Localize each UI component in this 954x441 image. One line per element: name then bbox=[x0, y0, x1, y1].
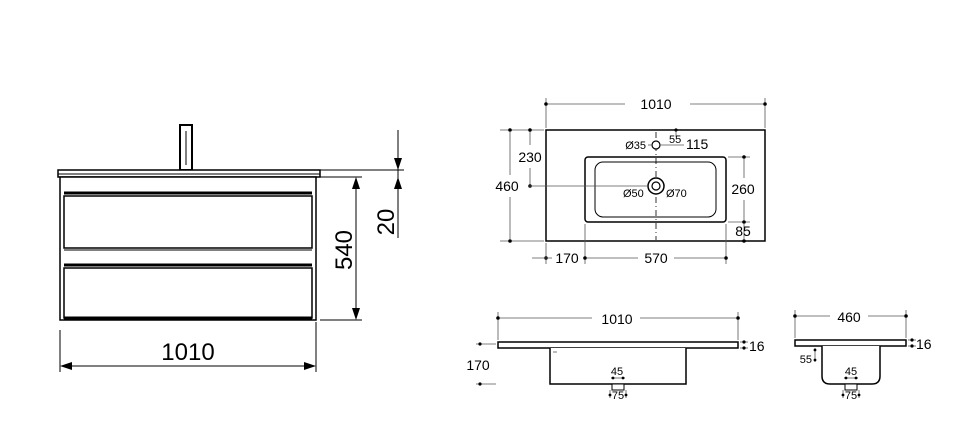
side-margin-label: 170 bbox=[555, 250, 579, 266]
front-height-label: 540 bbox=[331, 230, 358, 270]
short-thickness-label: 16 bbox=[916, 336, 932, 352]
front-width-label: 1010 bbox=[161, 339, 214, 366]
drain-inner bbox=[651, 181, 661, 191]
short-drain-b-label: 75 bbox=[845, 390, 857, 402]
short-drain bbox=[844, 383, 858, 391]
tap-offset-label: 230 bbox=[518, 149, 542, 165]
tap-dim-a-label: 55 bbox=[669, 134, 681, 146]
front-view: 1010 540 20 bbox=[57, 124, 404, 372]
tap-hole-label: Ø35 bbox=[625, 140, 646, 152]
long-drain bbox=[611, 383, 625, 391]
top-depth-label: 460 bbox=[495, 178, 519, 194]
short-offset-label: 55 bbox=[800, 354, 812, 366]
long-drain-b-label: 75 bbox=[612, 390, 624, 402]
short-drain-a-label: 45 bbox=[845, 366, 857, 378]
drain-hole-label: Ø50 bbox=[623, 188, 644, 200]
front-margin-label: 85 bbox=[735, 223, 751, 239]
front-top-thickness-label: 20 bbox=[373, 209, 400, 236]
long-depth-label: 170 bbox=[466, 357, 490, 373]
basin-width-label: 570 bbox=[644, 250, 668, 266]
long-top-slab bbox=[497, 341, 739, 349]
long-width-label: 1010 bbox=[601, 311, 632, 327]
tap-dim-b-label: 115 bbox=[686, 136, 709, 152]
basin-inner bbox=[594, 161, 717, 218]
top-view: 1010 460 230 Ø35 55 115 Ø50 Ø70 2 bbox=[495, 96, 767, 266]
long-thickness-label: 16 bbox=[749, 338, 765, 354]
long-drain-a-label: 45 bbox=[611, 366, 623, 378]
basin-depth-label: 260 bbox=[731, 181, 755, 197]
long-section: 1010 16 170 45 75 bbox=[466, 311, 764, 402]
short-width-label: 460 bbox=[837, 309, 861, 325]
upper-drawer bbox=[63, 195, 313, 249]
tap-hole bbox=[651, 140, 661, 150]
top-width-label: 1010 bbox=[640, 96, 671, 112]
drain-outer-label: Ø70 bbox=[666, 188, 687, 200]
short-top-slab bbox=[794, 339, 907, 347]
short-section: 460 16 55 45 75 bbox=[793, 309, 932, 402]
